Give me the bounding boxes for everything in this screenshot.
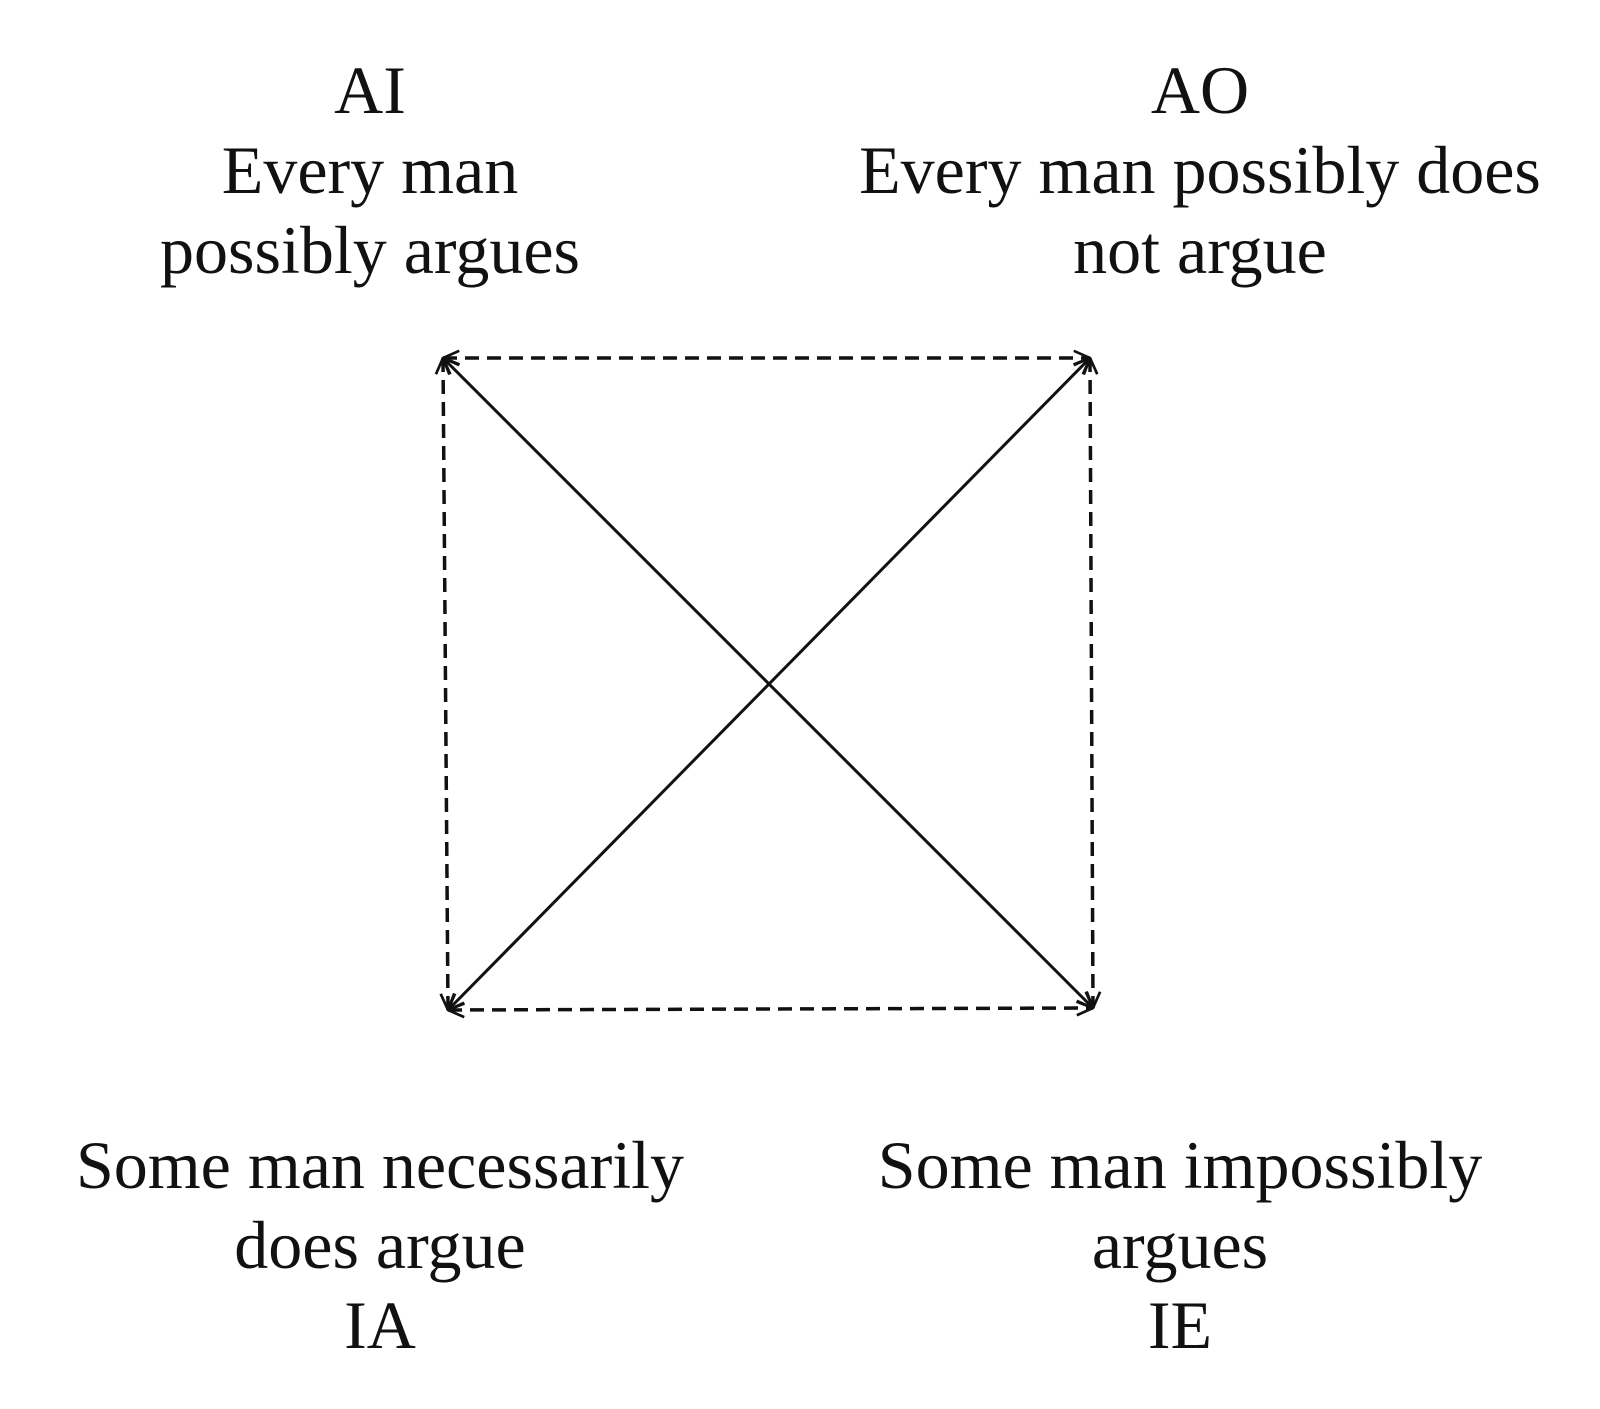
corner-text-line: Every man — [221, 132, 519, 208]
relation-top-left-to-bottom-left — [443, 358, 448, 1010]
corner-code-ie: IE — [1147, 1287, 1213, 1363]
corner-code-ai: AI — [334, 52, 406, 128]
relation-bottom-left-to-bottom-right — [448, 1008, 1093, 1010]
corner-text-line: possibly argues — [160, 212, 580, 288]
corner-code-ia: IA — [344, 1287, 416, 1363]
corner-label-bottom-left: Some man necessarily does argue IA — [40, 1125, 720, 1365]
relation-lines — [443, 358, 1093, 1010]
corner-text-line: does argue — [234, 1207, 526, 1283]
corner-text-line: Some man necessarily — [75, 1127, 685, 1203]
corner-label-bottom-right: Some man impossibly argues IE — [860, 1125, 1500, 1365]
relation-top-right-to-bottom-left — [448, 358, 1090, 1010]
corner-text-line: Some man impossibly — [877, 1127, 1483, 1203]
corner-text-line: not argue — [1073, 212, 1327, 288]
corner-label-top-right: AO Every man possibly does not argue — [820, 50, 1580, 290]
corner-code-ao: AO — [1150, 52, 1250, 128]
corner-text-line: argues — [1091, 1207, 1269, 1283]
corner-label-top-left: AI Every man possibly argues — [120, 50, 620, 290]
relation-top-right-to-bottom-right — [1090, 358, 1093, 1008]
corner-text-line: Every man possibly does — [859, 132, 1541, 208]
